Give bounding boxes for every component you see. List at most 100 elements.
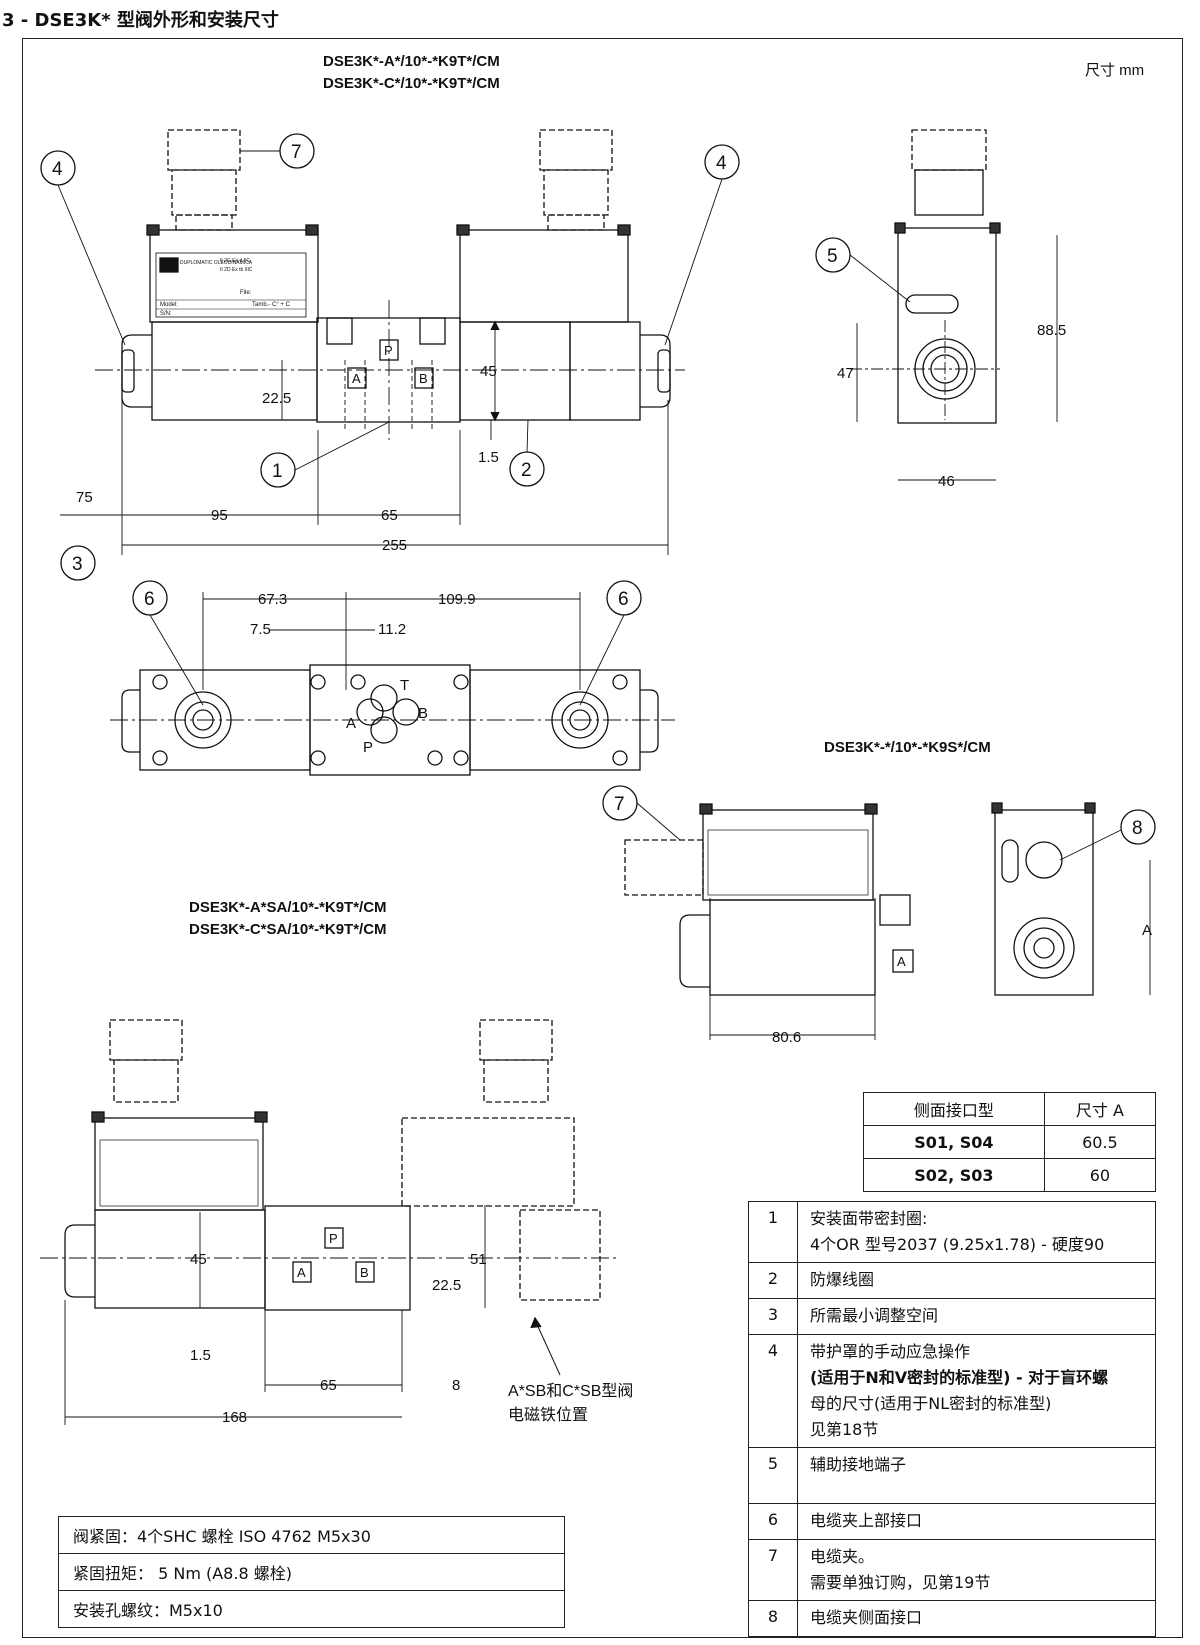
unit-note: 尺寸 mm bbox=[1085, 62, 1144, 79]
legend-number: 2 bbox=[748, 1262, 798, 1299]
legend-text: 母的尺寸(适用于NL密封的标准型) bbox=[810, 1394, 1052, 1413]
side-solenoid bbox=[709, 899, 876, 996]
callout-1: 1 bbox=[272, 461, 283, 482]
port-p-label: P bbox=[384, 343, 393, 358]
front-dim-75: 75 bbox=[76, 489, 93, 506]
front-model-2: DSE3K*-C*/10*-*K9T*/CM bbox=[323, 75, 500, 92]
callout-4-right: 4 bbox=[716, 153, 727, 174]
sa-note-1: A*SB和C*SB型阀 bbox=[508, 1382, 633, 1400]
front-dim-45: 45 bbox=[480, 363, 497, 380]
sa-dim-45: 45 bbox=[190, 1251, 207, 1268]
front-model-1: DSE3K*-A*/10*-*K9T*/CM bbox=[323, 53, 500, 70]
drawing-frame bbox=[22, 38, 1183, 1638]
solenoid-left bbox=[151, 321, 318, 421]
sa-model-1: DSE3K*-A*SA/10*-*K9T*/CM bbox=[189, 899, 387, 916]
end-dim-46: 46 bbox=[938, 473, 955, 490]
sa-dim-168: 168 bbox=[222, 1409, 247, 1426]
top-dim-7-5: 7.5 bbox=[250, 621, 271, 638]
top-dim-11-2: 11.2 bbox=[378, 621, 406, 638]
note-row: 紧固扭矩： 5 Nm (A8.8 螺栓) bbox=[58, 1553, 565, 1591]
top-dim-109-9: 109.9 bbox=[438, 591, 476, 608]
nameplate-brand: DUPLOMATIC OLEODINAMICA bbox=[180, 260, 253, 266]
sa-dim-51: 51 bbox=[470, 1251, 487, 1268]
legend-text: 电缆夹侧面接口 bbox=[810, 1608, 923, 1627]
front-dim-65: 65 bbox=[381, 507, 398, 524]
page-title: 3 - DSE3K* 型阀外形和安装尺寸 bbox=[2, 10, 279, 31]
sa-port-p: P bbox=[329, 1231, 338, 1246]
sa-note-2: 电磁铁位置 bbox=[508, 1406, 588, 1424]
legend-text: 防爆线圈 bbox=[810, 1270, 875, 1289]
side-port-a: A bbox=[897, 954, 906, 969]
sa-view: DSE3K*-A*SA/10*-*K9T*/CM DSE3K*-C*SA/10*… bbox=[40, 899, 633, 1426]
front-dim-1-5: 1.5 bbox=[478, 449, 499, 466]
front-dim-95: 95 bbox=[211, 507, 228, 524]
legend-number: 6 bbox=[748, 1503, 798, 1540]
legend-text: 所需最小调整空间 bbox=[810, 1306, 939, 1325]
cable-gland-left bbox=[167, 129, 241, 231]
nameplate-line1: II 2G Ex d IIC bbox=[220, 258, 250, 264]
callout-6-right: 6 bbox=[618, 589, 629, 610]
top-port-b: B bbox=[418, 705, 428, 722]
solenoid-right bbox=[569, 321, 641, 421]
side-table-header-dim: 尺寸 A bbox=[1043, 1092, 1157, 1126]
sa-dim-65: 65 bbox=[320, 1377, 337, 1394]
side-end-view bbox=[994, 809, 1094, 996]
legend-text: 见第18节 bbox=[810, 1420, 879, 1439]
sa-dim-22-5: 22.5 bbox=[432, 1277, 461, 1294]
legend-text: (适用于N和V密封的标准型) - 对于盲环螺 bbox=[810, 1368, 1109, 1387]
legend-number: 8 bbox=[748, 1600, 798, 1637]
side-table-cell: 60 bbox=[1043, 1158, 1157, 1192]
end-view: 88.5 47 46 5 bbox=[815, 129, 1066, 490]
end-dim-88-5: 88.5 bbox=[1037, 322, 1066, 339]
top-view: 67.3 109.9 7.5 11.2 T B A P 6 6 bbox=[110, 580, 675, 776]
legend-number: 1 bbox=[748, 1201, 798, 1263]
end-view-body bbox=[897, 227, 997, 424]
callout-8: 8 bbox=[1132, 818, 1143, 839]
legend-text: 带护罩的手动应急操作 bbox=[810, 1342, 971, 1361]
side-port-view: DSE3K*-*/10*-*K9S*/CM A 80.6 7 A 8 bbox=[602, 739, 1156, 1046]
note-row: 阀紧固：4个SHC 螺栓 ISO 4762 M5x30 bbox=[58, 1516, 565, 1554]
side-dim-a: A bbox=[1142, 922, 1152, 939]
callout-3: 3 bbox=[72, 554, 83, 575]
top-dim-67-3: 67.3 bbox=[258, 591, 287, 608]
top-port-p: P bbox=[363, 739, 373, 756]
nameplate-file: File: bbox=[240, 290, 252, 296]
front-view: DSE3K*-A*/10*-*K9T*/CM DSE3K*-C*/10*-*K9… bbox=[40, 53, 1144, 581]
sa-port-b: B bbox=[360, 1265, 369, 1280]
legend-number: 7 bbox=[748, 1539, 798, 1601]
callout-2: 2 bbox=[521, 460, 532, 481]
port-a-label: A bbox=[352, 371, 361, 386]
callout-7-top: 7 bbox=[291, 142, 302, 163]
side-coil-box bbox=[702, 809, 874, 901]
side-dim-80-6: 80.6 bbox=[772, 1029, 801, 1046]
legend-text: 辅助接地端子 bbox=[810, 1455, 907, 1474]
callout-7-side: 7 bbox=[614, 794, 625, 815]
manual-override-right bbox=[640, 334, 671, 408]
sa-dim-8: 8 bbox=[452, 1377, 460, 1394]
sa-model-2: DSE3K*-C*SA/10*-*K9T*/CM bbox=[189, 921, 387, 938]
note-row: 安装孔螺纹：M5x10 bbox=[58, 1590, 565, 1628]
side-table-cell: S01, S04 bbox=[863, 1125, 1045, 1159]
top-port-t: T bbox=[400, 677, 409, 694]
nameplate-tamb: Tamb.- C° + C bbox=[252, 302, 291, 308]
legend-text: 4个OR 型号2037 (9.25x1.78) - 硬度90 bbox=[810, 1235, 1105, 1254]
callout-6-left: 6 bbox=[144, 589, 155, 610]
legend-table: 1 安装面带密封圈:4个OR 型号2037 (9.25x1.78) - 硬度90… bbox=[748, 1201, 1156, 1637]
port-b-label: B bbox=[419, 371, 428, 386]
legend-text: 需要单独订购，见第19节 bbox=[810, 1573, 991, 1592]
legend-text: 电缆夹。 bbox=[810, 1547, 875, 1566]
legend-number: 3 bbox=[748, 1298, 798, 1335]
nameplate-sn: S/N: bbox=[160, 311, 172, 317]
nameplate-line2: II 2D Ex tb IIIC bbox=[220, 267, 253, 273]
side-table-cell: S02, S03 bbox=[863, 1158, 1045, 1192]
top-port-a: A bbox=[346, 715, 356, 732]
side-model: DSE3K*-*/10*-*K9S*/CM bbox=[824, 739, 991, 756]
sa-dim-1-5: 1.5 bbox=[190, 1347, 211, 1364]
manual-override-left bbox=[121, 334, 152, 408]
end-dim-47: 47 bbox=[837, 365, 854, 382]
side-table-cell: 60.5 bbox=[1043, 1125, 1157, 1159]
cable-gland-right bbox=[539, 129, 613, 231]
notes-table: 阀紧固：4个SHC 螺栓 ISO 4762 M5x30 紧固扭矩： 5 Nm (… bbox=[58, 1516, 565, 1628]
legend-text: 电缆夹上部接口 bbox=[810, 1511, 923, 1530]
